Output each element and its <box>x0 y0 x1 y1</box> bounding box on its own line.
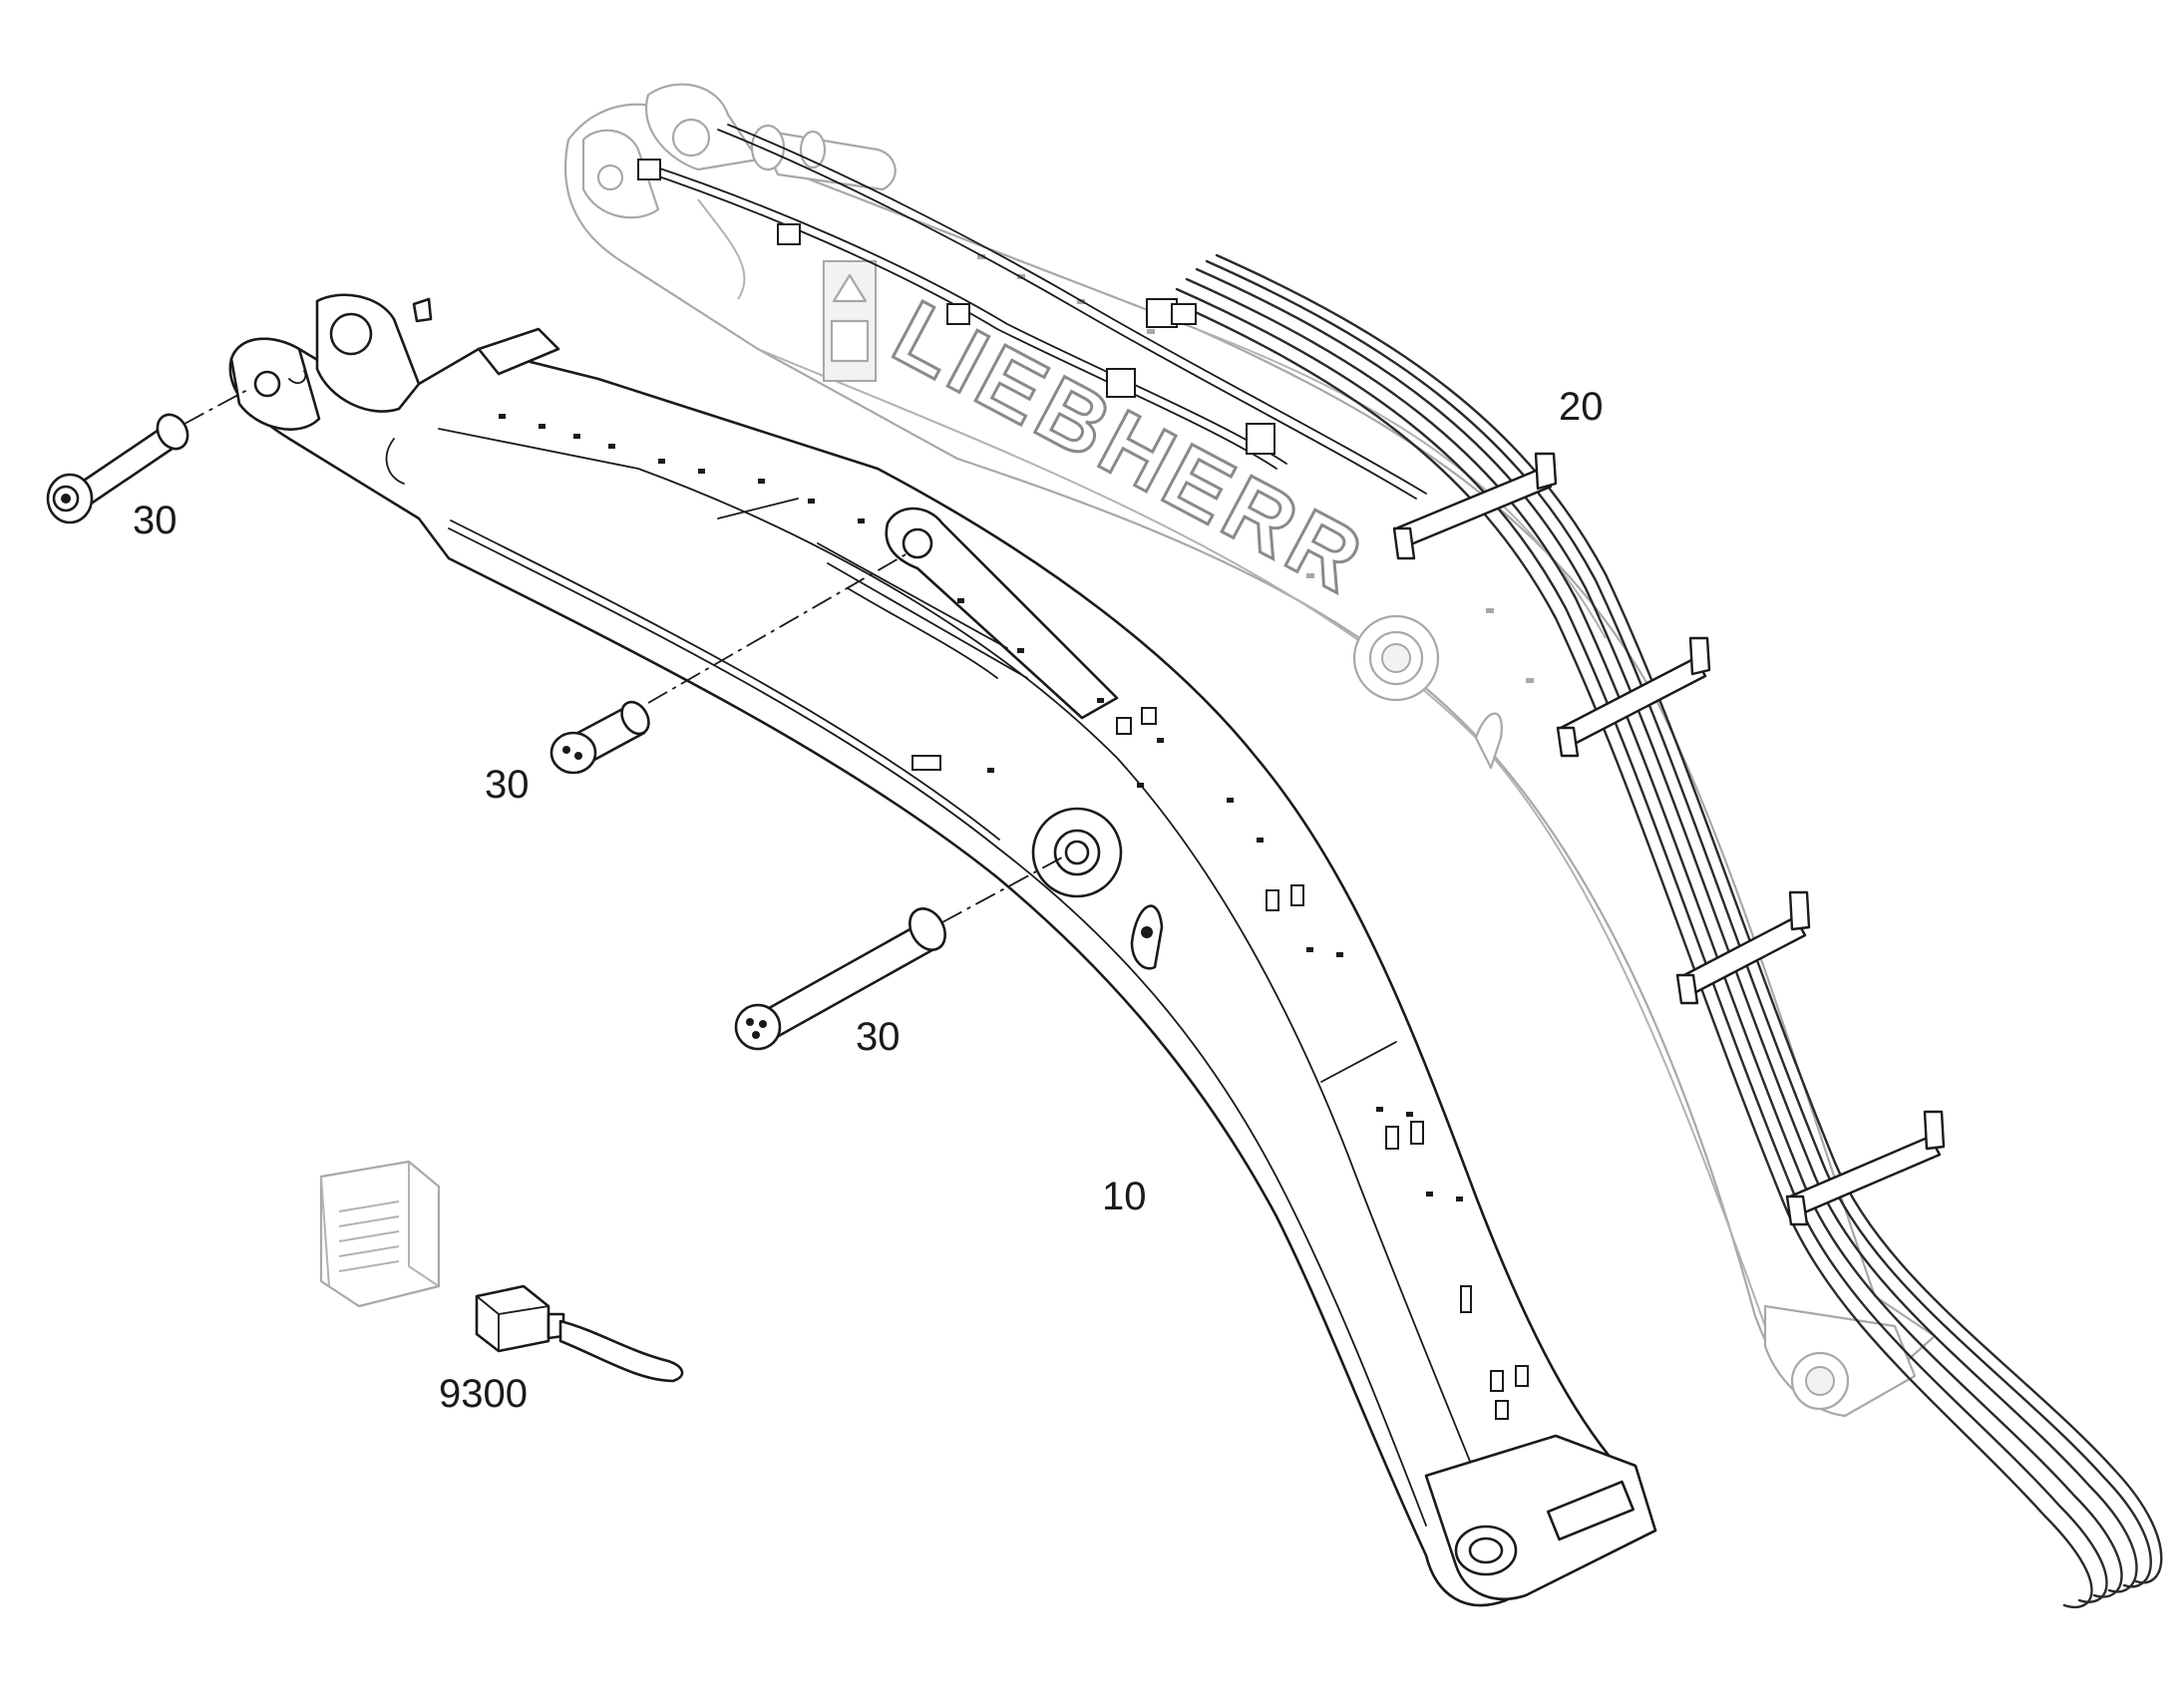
callout-label-light-connector: 9300 <box>439 1372 528 1416</box>
light-connector[interactable] <box>319 1160 684 1383</box>
pin-bottom[interactable] <box>734 902 952 1051</box>
callout-label-pin-top: 30 <box>133 499 178 542</box>
hose-clamp <box>1556 636 1711 758</box>
alignment-line-top <box>183 388 250 425</box>
callout-label-stick-new: 10 <box>1102 1175 1147 1218</box>
hose-clamp <box>1675 890 1811 1005</box>
hose-bundle <box>1165 253 2163 1608</box>
callout-label-pin-middle: 30 <box>485 763 530 807</box>
alignment-line-bottom <box>941 856 1063 923</box>
callout-label-stick-old: 20 <box>1559 385 1604 429</box>
stick-new[interactable] <box>228 293 1657 1607</box>
hose-clamp <box>1785 1110 1946 1226</box>
pin-top[interactable] <box>46 409 193 524</box>
pin-middle[interactable] <box>549 697 654 775</box>
callout-label-pin-bottom: 30 <box>856 1015 901 1059</box>
hose-clamp <box>1392 452 1558 560</box>
alignment-line-middle <box>647 552 908 704</box>
